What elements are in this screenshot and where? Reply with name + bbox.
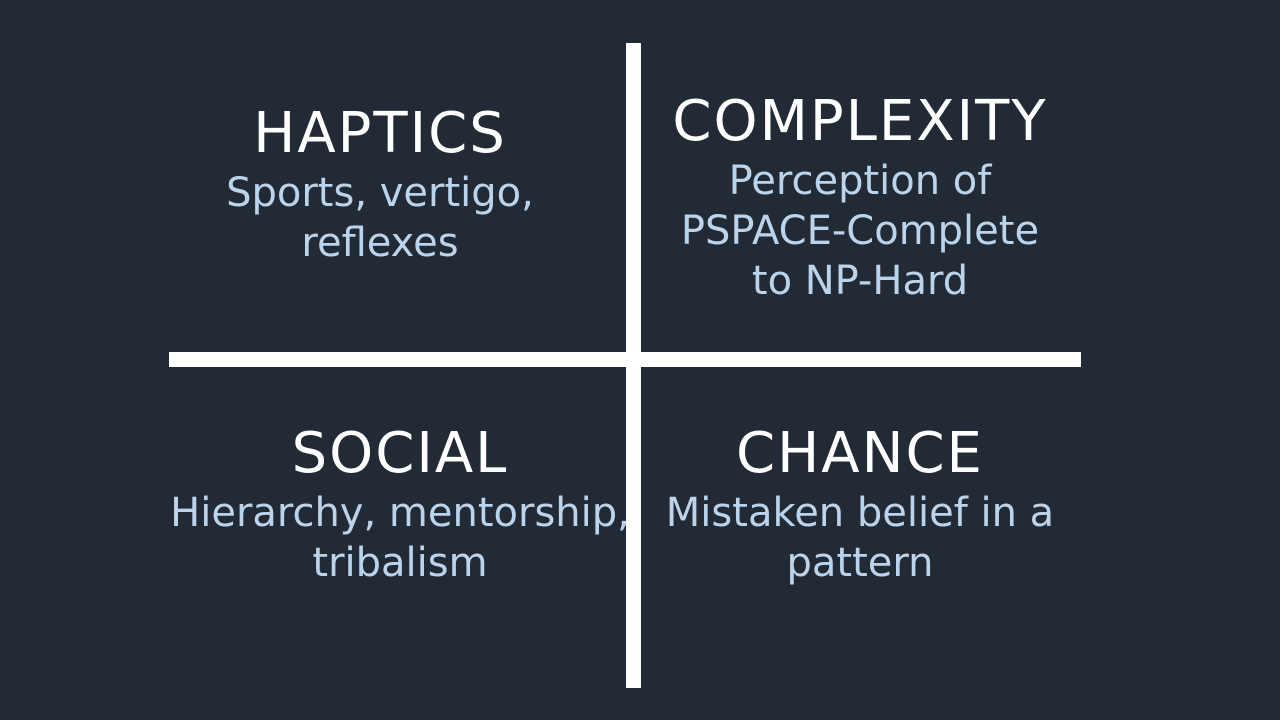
quadrant-title: COMPLEXITY — [672, 89, 1048, 154]
quadrant-haptics: HAPTICS Sports, vertigo, reflexes — [150, 100, 610, 268]
quadrant-description: Perception of PSPACE-Complete to NP-Hard — [680, 158, 1040, 304]
quadrant-title: CHANCE — [736, 421, 984, 486]
quadrant-description: Hierarchy, mentorship, tribalism — [170, 490, 630, 586]
quadrant-description: Sports, vertigo, reflexes — [226, 170, 534, 266]
quadrant-description: Mistaken belief in a pattern — [665, 490, 1055, 586]
horizontal-axis-line — [169, 352, 1081, 367]
quadrant-title: SOCIAL — [291, 421, 509, 486]
quadrant-social: SOCIAL Hierarchy, mentorship, tribalism — [150, 420, 650, 588]
quadrant-complexity: COMPLEXITY Perception of PSPACE-Complete… — [640, 88, 1080, 306]
quadrant-chance: CHANCE Mistaken belief in a pattern — [640, 420, 1080, 588]
quadrant-title: HAPTICS — [253, 101, 507, 166]
